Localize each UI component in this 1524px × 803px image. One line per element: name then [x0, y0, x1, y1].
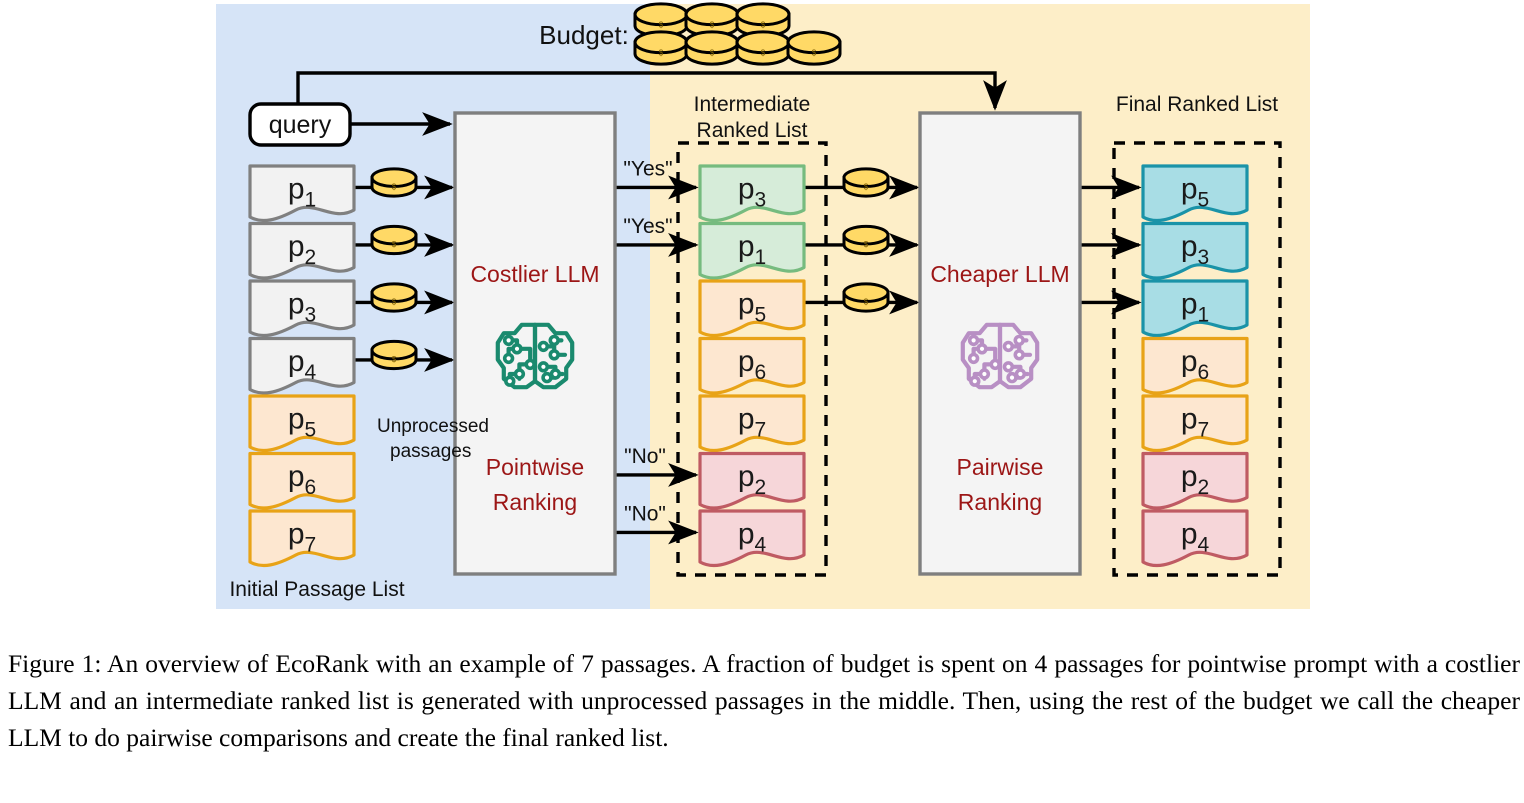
initial-passage-5[interactable]: p5: [248, 394, 356, 453]
intermediate-list-label-line1: Intermediate: [694, 93, 811, 116]
final-list-container: [1112, 141, 1282, 577]
intermediate-passage-6[interactable]: p6: [698, 336, 806, 395]
budget-coin-bottom-2: $: [684, 30, 740, 66]
edge-label-yes-2: "Yes": [623, 215, 672, 238]
budget-coin-top-3: $: [735, 2, 791, 38]
budget-coin-bottom-2-mark: $: [710, 49, 715, 58]
budget-coin-bottom-4-mark: $: [812, 49, 817, 58]
figure-caption: Figure 1: An overview of EcoRank with an…: [8, 645, 1520, 756]
initial-passage-7[interactable]: p7: [248, 509, 356, 568]
coin-initial-2: $: [370, 224, 418, 256]
query-box[interactable]: [248, 102, 352, 147]
coin-initial-1-mark: $: [392, 182, 397, 191]
coin-icons: $ $ $ $ $ $ $ $ $ $ $ $ $ $: [370, 2, 890, 371]
final-passage-6[interactable]: p6: [1141, 336, 1249, 395]
budget-coin-top-2-mark: $: [710, 21, 715, 30]
unprocessed-label-line2: passages: [390, 441, 471, 462]
coin-initial-3-mark: $: [392, 297, 397, 306]
costlier-llm-box-subtitle-2: Ranking: [493, 489, 577, 515]
edge-label-yes-1: "Yes": [623, 157, 672, 180]
coin-intermediate-1: $: [842, 224, 890, 256]
initial-passage-list-label: Initial Passage List: [229, 578, 404, 601]
final-list-label: Final Ranked List: [1116, 93, 1278, 116]
costlier-llm-box-subtitle-1: Pointwise: [486, 454, 584, 480]
ecorank-diagram: p1p2p3p4p5p6p7p3p1p5p6p7p2p4p5p3p1p6p7p2…: [216, 2, 1310, 609]
budget-coin-bottom-3-mark: $: [761, 49, 766, 58]
cheaper-llm-box-subtitle-2: Ranking: [958, 489, 1042, 515]
budget-coin-top-3-mark: $: [761, 21, 766, 30]
coin-initial-3: $: [370, 282, 418, 313]
intermediate-passage-3[interactable]: p3: [698, 164, 806, 223]
coin-intermediate-3: $: [842, 167, 890, 198]
initial-passage-7-label: p7: [288, 517, 316, 556]
final-passage-2[interactable]: p2: [1141, 451, 1249, 510]
budget-coin-bottom-1: $: [633, 30, 689, 66]
intermediate-passage-5[interactable]: p5: [698, 279, 806, 338]
intermediate-passage-7[interactable]: p7: [698, 394, 806, 453]
budget-coin-top-1-mark: $: [659, 21, 664, 30]
intermediate-passage-2[interactable]: p2: [698, 451, 806, 510]
coin-initial-4: $: [370, 339, 418, 371]
intermediate-list-label-line2: Ranked List: [697, 119, 808, 142]
final-passage-3[interactable]: p3: [1141, 221, 1249, 280]
diagram-boxes: p1p2p3p4p5p6p7p3p1p5p6p7p2p4p5p3p1p6p7p2…: [248, 102, 1282, 577]
initial-passage-2[interactable]: p2: [248, 221, 356, 280]
initial-passage-6[interactable]: p6: [248, 451, 356, 510]
budget-coin-bottom-1-mark: $: [659, 49, 664, 58]
budget-coin-top-2: $: [684, 2, 740, 38]
intermediate-passage-1[interactable]: p1: [698, 221, 806, 280]
final-passage-6-label: p6: [1181, 345, 1209, 384]
coin-intermediate-1-mark: $: [864, 240, 869, 249]
final-passage-1[interactable]: p1: [1141, 279, 1249, 338]
budget-label: Budget:: [539, 20, 629, 50]
budget-coin-bottom-3: $: [735, 30, 791, 66]
initial-passage-4[interactable]: p4: [248, 336, 356, 395]
initial-passage-3-label: p3: [288, 287, 316, 326]
final-passage-7[interactable]: p7: [1141, 394, 1249, 453]
cheaper-llm-box-title: Cheaper LLM: [930, 261, 1069, 287]
coin-initial-1: $: [370, 167, 418, 198]
costlier-llm-box-title: Costlier LLM: [470, 261, 599, 287]
edge-label-no-1: "No": [624, 445, 666, 468]
coin-intermediate-5: $: [842, 282, 890, 313]
query-box-label: query: [269, 111, 332, 139]
coin-initial-4-mark: $: [392, 355, 397, 364]
budget-coin-bottom-4: $: [786, 30, 842, 66]
intermediate-passage-4[interactable]: p4: [698, 509, 806, 568]
coin-initial-2-mark: $: [392, 240, 397, 249]
cheaper-llm-box-subtitle-1: Pairwise: [957, 454, 1044, 480]
coin-intermediate-5-mark: $: [864, 297, 869, 306]
initial-passage-1[interactable]: p1: [248, 164, 356, 223]
final-passage-4[interactable]: p4: [1141, 509, 1249, 568]
costlier-llm-box-brain-circuit-icon: [495, 322, 575, 390]
final-passage-5[interactable]: p5: [1141, 164, 1249, 223]
cheaper-llm-box-brain-circuit-icon: [960, 322, 1040, 390]
edge-label-no-2: "No": [624, 502, 666, 525]
coin-intermediate-3-mark: $: [864, 182, 869, 191]
initial-passage-3[interactable]: p3: [248, 279, 356, 338]
intermediate-list-container: [676, 141, 828, 577]
unprocessed-label-line1: Unprocessed: [377, 416, 489, 437]
figure-caption-text: Figure 1: An overview of EcoRank with an…: [8, 649, 1520, 752]
